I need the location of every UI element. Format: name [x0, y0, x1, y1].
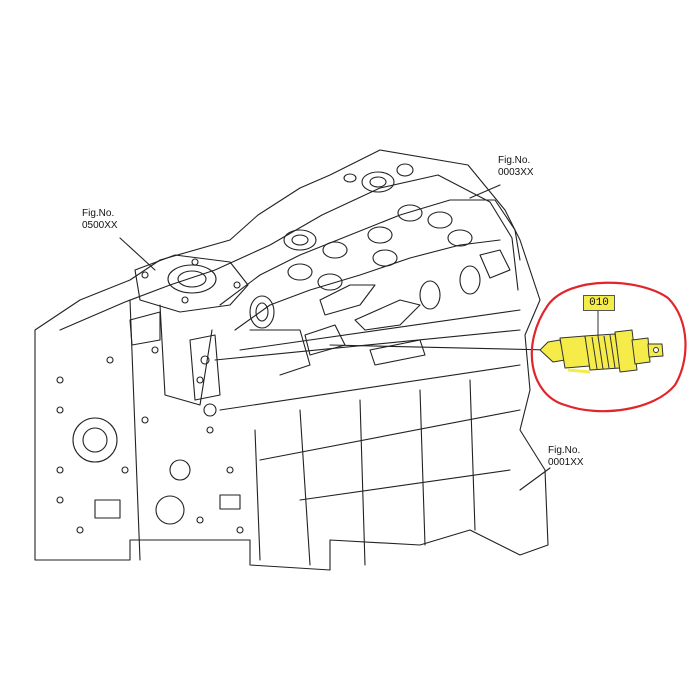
callout-leader-0001xx [519, 467, 551, 491]
callout-prefix: Fig.No. [498, 155, 531, 166]
callout-leader-0500xx [119, 237, 156, 271]
callout-number: 0003XX [498, 167, 534, 178]
callout-number: 0001XX [548, 457, 584, 468]
highlight-circle [530, 281, 687, 413]
callout-0001xx: Fig.No. 0001XX [548, 445, 584, 469]
thermostat-housing [129, 254, 311, 417]
callout-prefix: Fig.No. [548, 445, 581, 456]
part-number-label[interactable]: 010 [583, 295, 615, 311]
cylinder-head [219, 163, 521, 366]
callout-prefix: Fig.No. [82, 208, 115, 219]
part-leader-line [329, 344, 551, 351]
temperature-sensor-part [539, 310, 664, 374]
callout-0500xx: Fig.No. 0500XX [82, 208, 118, 232]
callout-0003xx: Fig.No. 0003XX [498, 155, 534, 179]
callout-number: 0500XX [82, 220, 118, 231]
engine-block [34, 149, 549, 571]
callout-leader-0003xx [469, 184, 501, 199]
